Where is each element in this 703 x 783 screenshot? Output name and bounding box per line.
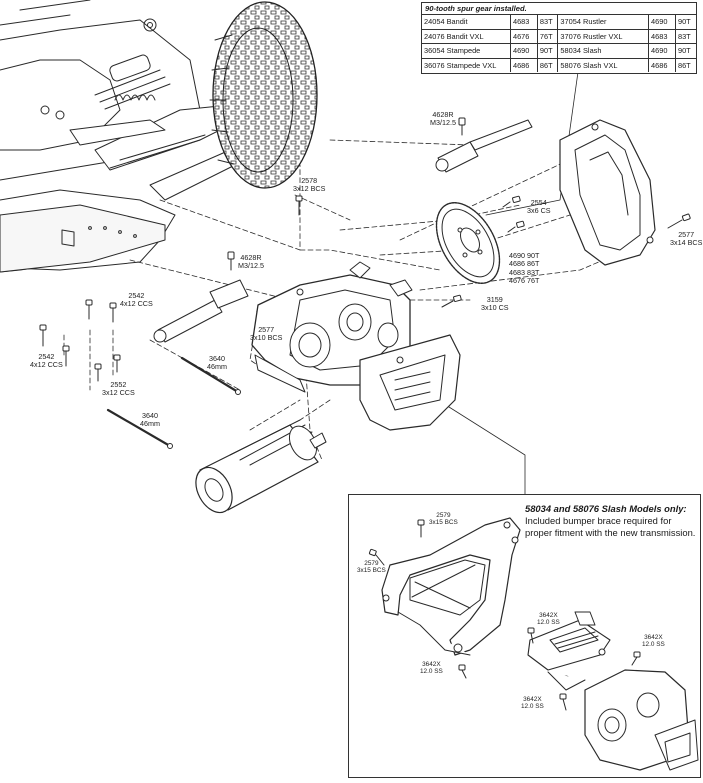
spur-gear-table-title: 90-tooth spur gear installed.: [422, 3, 696, 15]
table-cell: 86T: [537, 58, 559, 73]
table-cell: 86T: [677, 61, 691, 71]
slash-note: 58034 and 58076 Slash Models only: Inclu…: [525, 503, 700, 539]
table-cell: 58076 Slash VXL: [557, 58, 649, 73]
table-cell: 4686: [648, 58, 676, 73]
table-cell: 4683: [510, 15, 538, 30]
transmission-inset: [584, 669, 699, 771]
table-cell: 36054 Stampede: [422, 43, 511, 59]
table-cell: 24054 Bandit: [422, 15, 511, 30]
table-cell: 4683: [648, 29, 676, 45]
motor: [195, 419, 327, 514]
table-cell: 4676: [510, 29, 538, 45]
table-cell: 4690: [510, 43, 538, 59]
table-cell: 24076 Bandit VXL: [422, 29, 511, 45]
bumper-brace: [368, 517, 641, 711]
table-row: 36054 Stampede 4690 90T 58034 Slash 4690…: [422, 43, 696, 59]
table-row: 24076 Bandit VXL 4676 76T 37076 Rustler …: [422, 29, 696, 45]
table-row: 24054 Bandit 4683 83T 37054 Rustler 4690…: [422, 15, 696, 30]
table-cell: 37076 Rustler VXL: [557, 29, 649, 45]
table-cell: 90T: [675, 15, 696, 30]
table-cell: 4686: [510, 58, 538, 73]
table-cell: 37054 Rustler: [557, 15, 649, 30]
transmission-assembly: [251, 261, 461, 431]
table-cell: 58034 Slash: [557, 43, 649, 59]
table-row: 36076 Stampede VXL 4686 86T 58076 Slash …: [422, 58, 696, 73]
slash-note-body: Included bumper brace required for prope…: [525, 515, 696, 538]
table-cell: 4690: [648, 43, 676, 59]
gear-cover: [559, 119, 656, 266]
screws: [39, 117, 691, 449]
table-cell: 90T: [537, 43, 559, 59]
spur-gear-table-grid: 24054 Bandit 4683 83T 37054 Rustler 4690…: [422, 15, 696, 73]
callout-leader-line: [429, 394, 526, 495]
spur-gear: [435, 202, 501, 284]
slash-note-heading: 58034 and 58076 Slash Models only:: [525, 503, 687, 514]
chassis-assembly: [0, 0, 246, 273]
table-cell: 36076 Stampede VXL: [422, 58, 511, 73]
table-cell: 90T: [675, 43, 696, 59]
slash-inset-box: [348, 494, 701, 778]
table-cell: 4690: [648, 15, 676, 30]
spur-gear-table: 90-tooth spur gear installed. 24054 Band…: [421, 2, 697, 74]
rear-tire: [209, 1, 318, 189]
table-cell: 83T: [537, 15, 559, 30]
table-cell: 76T: [537, 29, 559, 45]
table-leader-line: [485, 71, 579, 216]
drive-shafts: [153, 119, 533, 343]
table-cell: 83T: [675, 29, 696, 45]
